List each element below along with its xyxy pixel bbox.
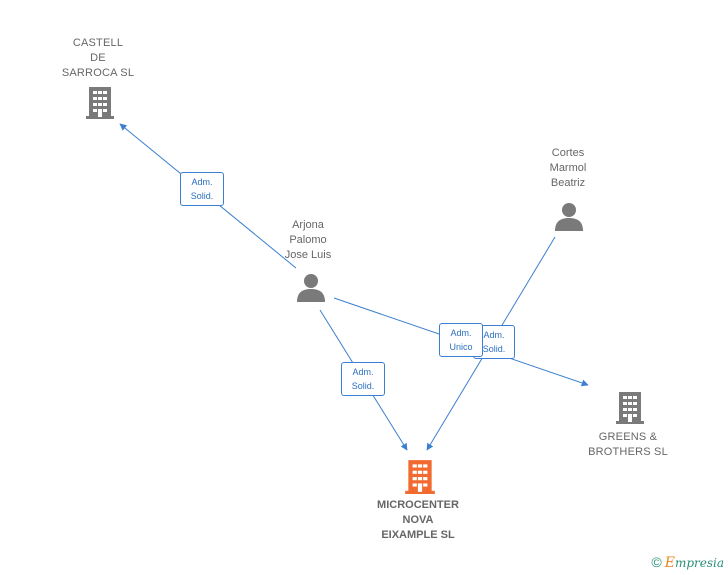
person-label-cortes[interactable]: Cortes Marmol Beatriz bbox=[549, 147, 587, 189]
building-icon[interactable] bbox=[615, 390, 645, 424]
company-label-castell[interactable]: CASTELL DE SARROCA SL bbox=[61, 37, 135, 79]
company-label-microcenter[interactable]: MICROCENTER NOVA EIXAMPLE SL bbox=[377, 499, 459, 541]
edge-label-cortes-microcenter: Adm. Unico bbox=[439, 323, 483, 357]
brand-logo: Empresia bbox=[664, 555, 724, 571]
edge-label-arjona-castell: Adm. Solid. bbox=[180, 172, 224, 206]
company-label-greens[interactable]: GREENS & BROTHERS SL bbox=[588, 431, 668, 458]
person-icon[interactable] bbox=[554, 201, 584, 231]
building-icon[interactable] bbox=[85, 85, 115, 119]
copyright-symbol: © bbox=[651, 554, 662, 570]
edge-label-arjona-microcenter: Adm. Solid. bbox=[341, 362, 385, 396]
person-icon[interactable] bbox=[296, 272, 326, 302]
building-icon-main[interactable] bbox=[404, 458, 436, 494]
empresia-watermark: ©Empresia bbox=[651, 554, 724, 571]
person-label-arjona[interactable]: Arjona Palomo Jose Luis bbox=[284, 219, 332, 261]
